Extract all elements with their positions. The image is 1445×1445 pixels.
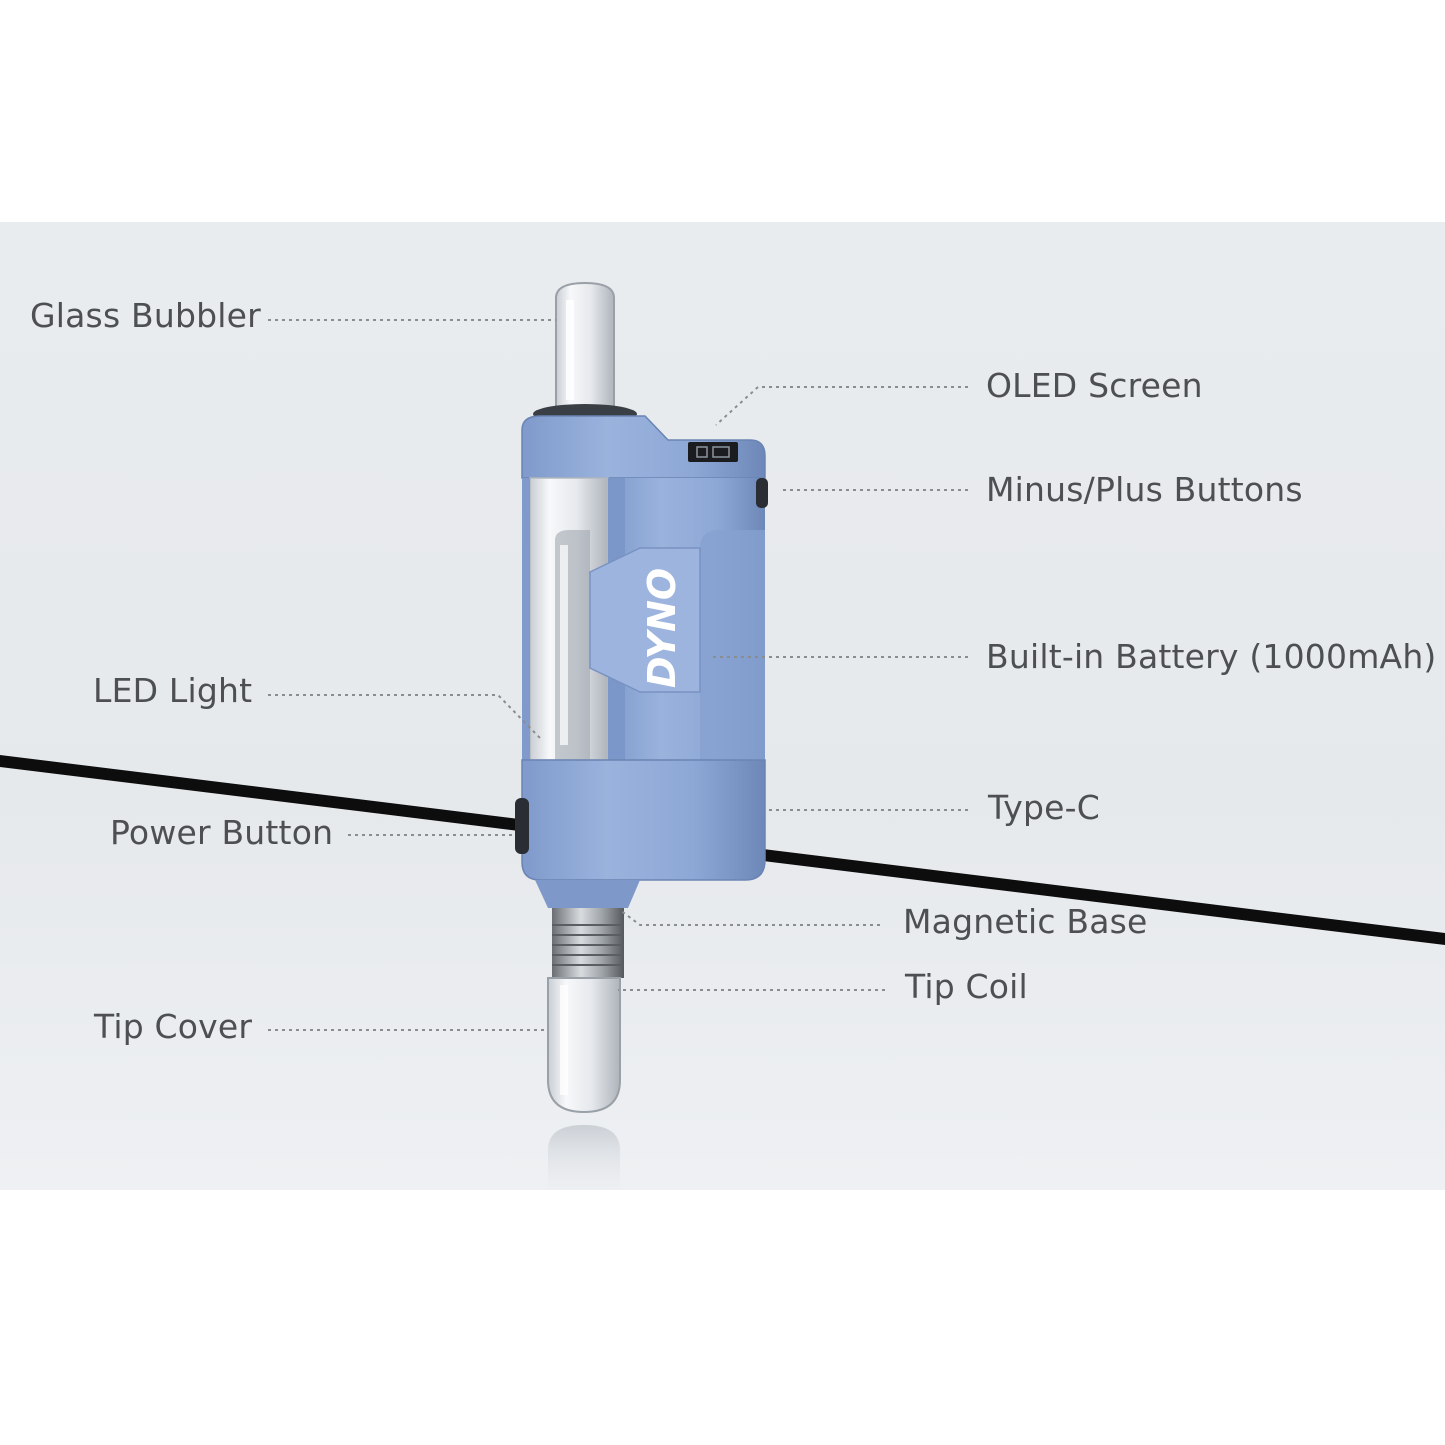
label-tip-coil: Tip Coil	[905, 967, 1028, 1006]
label-minus-plus-buttons: Minus/Plus Buttons	[986, 470, 1303, 509]
device-top-cap	[521, 415, 766, 479]
magnetic-base-graphic	[535, 880, 640, 908]
glass-bubbler-tube	[555, 281, 615, 411]
power-button-graphic	[515, 798, 529, 854]
label-led-light: LED Light	[93, 671, 253, 710]
device-lower-body	[521, 759, 766, 881]
label-tip-cover: Tip Cover	[94, 1007, 253, 1046]
label-glass-bubbler: Glass Bubbler	[30, 296, 261, 335]
logo-panel	[589, 547, 701, 693]
label-type-c: Type-C	[988, 788, 1100, 827]
leader-magnetic-base	[619, 909, 880, 926]
label-power-button: Power Button	[110, 813, 334, 852]
leader-led-light	[268, 694, 541, 739]
minus-plus-button-graphic	[756, 478, 768, 508]
leader-lines	[268, 319, 968, 1031]
label-magnetic-base: Magnetic Base	[903, 902, 1148, 941]
tip-coil-graphic	[552, 908, 624, 978]
leader-oled-screen	[715, 386, 968, 426]
label-oled-screen: OLED Screen	[986, 366, 1203, 405]
reflection	[548, 1125, 620, 1190]
label-built-in-battery: Built-in Battery (1000mAh)	[986, 637, 1437, 676]
dyno-logo: DYNO	[640, 568, 684, 688]
tip-cover-graphic	[547, 977, 621, 1114]
